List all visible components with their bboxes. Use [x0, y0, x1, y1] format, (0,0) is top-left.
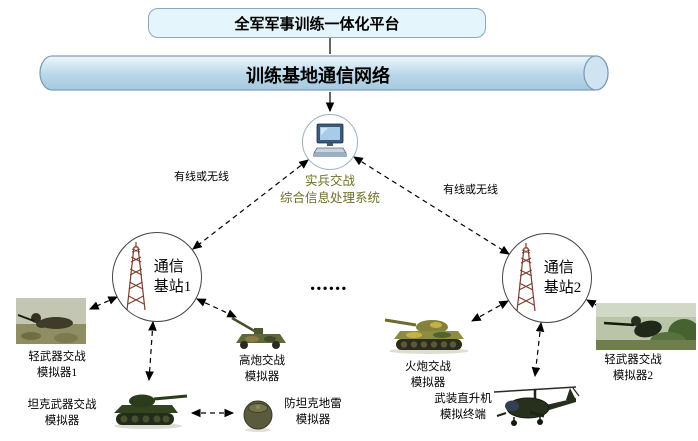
- label-line: 模拟器: [244, 371, 280, 384]
- label-line: 模拟器: [410, 377, 446, 390]
- arrow-processor-station1: [192, 159, 309, 250]
- computer-icon: [313, 123, 347, 157]
- platform-box: 全军军事训练一体化平台: [148, 8, 486, 38]
- arrow-station1-tank: [145, 320, 157, 382]
- platform-label: 全军军事训练一体化平台: [234, 16, 400, 33]
- processor-label: 实兵交战 综合信息处理系统: [245, 173, 415, 207]
- label-helicopter-terminal: 武装直升机 模拟终端: [418, 391, 508, 423]
- soldier-photo-2: [596, 303, 698, 355]
- arrow-station1-aagun: [196, 298, 237, 318]
- artillery-tank-photo: [384, 313, 474, 360]
- label-line: 模拟器: [44, 415, 80, 428]
- helicopter-photo: [490, 380, 580, 441]
- label-artillery-sim: 火炮交战 模拟器: [386, 359, 470, 391]
- stations-ellipsis: ......: [310, 271, 348, 295]
- label-line: 轻武器交战: [604, 354, 662, 366]
- mine-photo: [237, 391, 279, 438]
- processor-label-line1: 实兵交战: [304, 174, 355, 188]
- label-line: 模拟终端: [440, 409, 486, 422]
- label-anti-tank-mine-sim: 防坦克地雷 模拟器: [276, 396, 350, 428]
- station2-label-line2: 基站2: [543, 280, 582, 296]
- soldier-photo-1: [16, 298, 86, 349]
- label-light-weapon-sim-2: 轻武器交战 模拟器2: [586, 352, 680, 384]
- arrow-station2-helicopter: [531, 321, 545, 378]
- network-cylinder: [39, 55, 609, 91]
- base-station-1-node: 通信 基站1: [112, 232, 202, 322]
- station1-label-line2: 基站1: [153, 279, 192, 295]
- processor-node: [302, 114, 358, 170]
- label-light-weapon-sim-1: 轻武器交战 模拟器1: [14, 349, 100, 381]
- arrow-station2-artillery: [471, 300, 509, 322]
- label-line: 模拟器1: [36, 367, 78, 380]
- label-line: 模拟器: [295, 414, 331, 427]
- arrow-station1-soldier1: [89, 296, 118, 310]
- label-line: 防坦克地雷: [284, 398, 342, 410]
- antenna-tower-icon: [126, 242, 146, 311]
- station1-label: 通信 基站1: [154, 257, 192, 298]
- label-line: 火炮交战: [405, 361, 451, 373]
- station2-label: 通信 基站2: [544, 258, 582, 299]
- tank-photo: [108, 384, 188, 436]
- arrow-processor-station2: [353, 156, 510, 255]
- label-line: 模拟器2: [612, 370, 654, 383]
- label-aa-gun-sim: 高炮交战 模拟器: [222, 353, 302, 385]
- label-line: 轻武器交战: [28, 351, 86, 363]
- link-label-right: 有线或无线: [443, 184, 498, 196]
- antenna-tower-icon: [516, 243, 536, 312]
- link-label-left: 有线或无线: [174, 171, 229, 183]
- aa-gun-photo: [228, 315, 294, 356]
- station1-label-line1: 通信: [153, 258, 184, 275]
- label-line: 高炮交战: [239, 355, 285, 367]
- processor-label-line2: 综合信息处理系统: [279, 190, 380, 205]
- network-label: 训练基地通信网络: [246, 66, 390, 86]
- base-station-2-node: 通信 基站2: [502, 233, 592, 323]
- label-line: 武装直升机: [434, 393, 492, 405]
- label-line: 坦克武器交战: [27, 399, 97, 411]
- label-tank-weapon-sim: 坦克武器交战 模拟器: [12, 397, 112, 429]
- station2-label-line1: 通信: [543, 259, 574, 276]
